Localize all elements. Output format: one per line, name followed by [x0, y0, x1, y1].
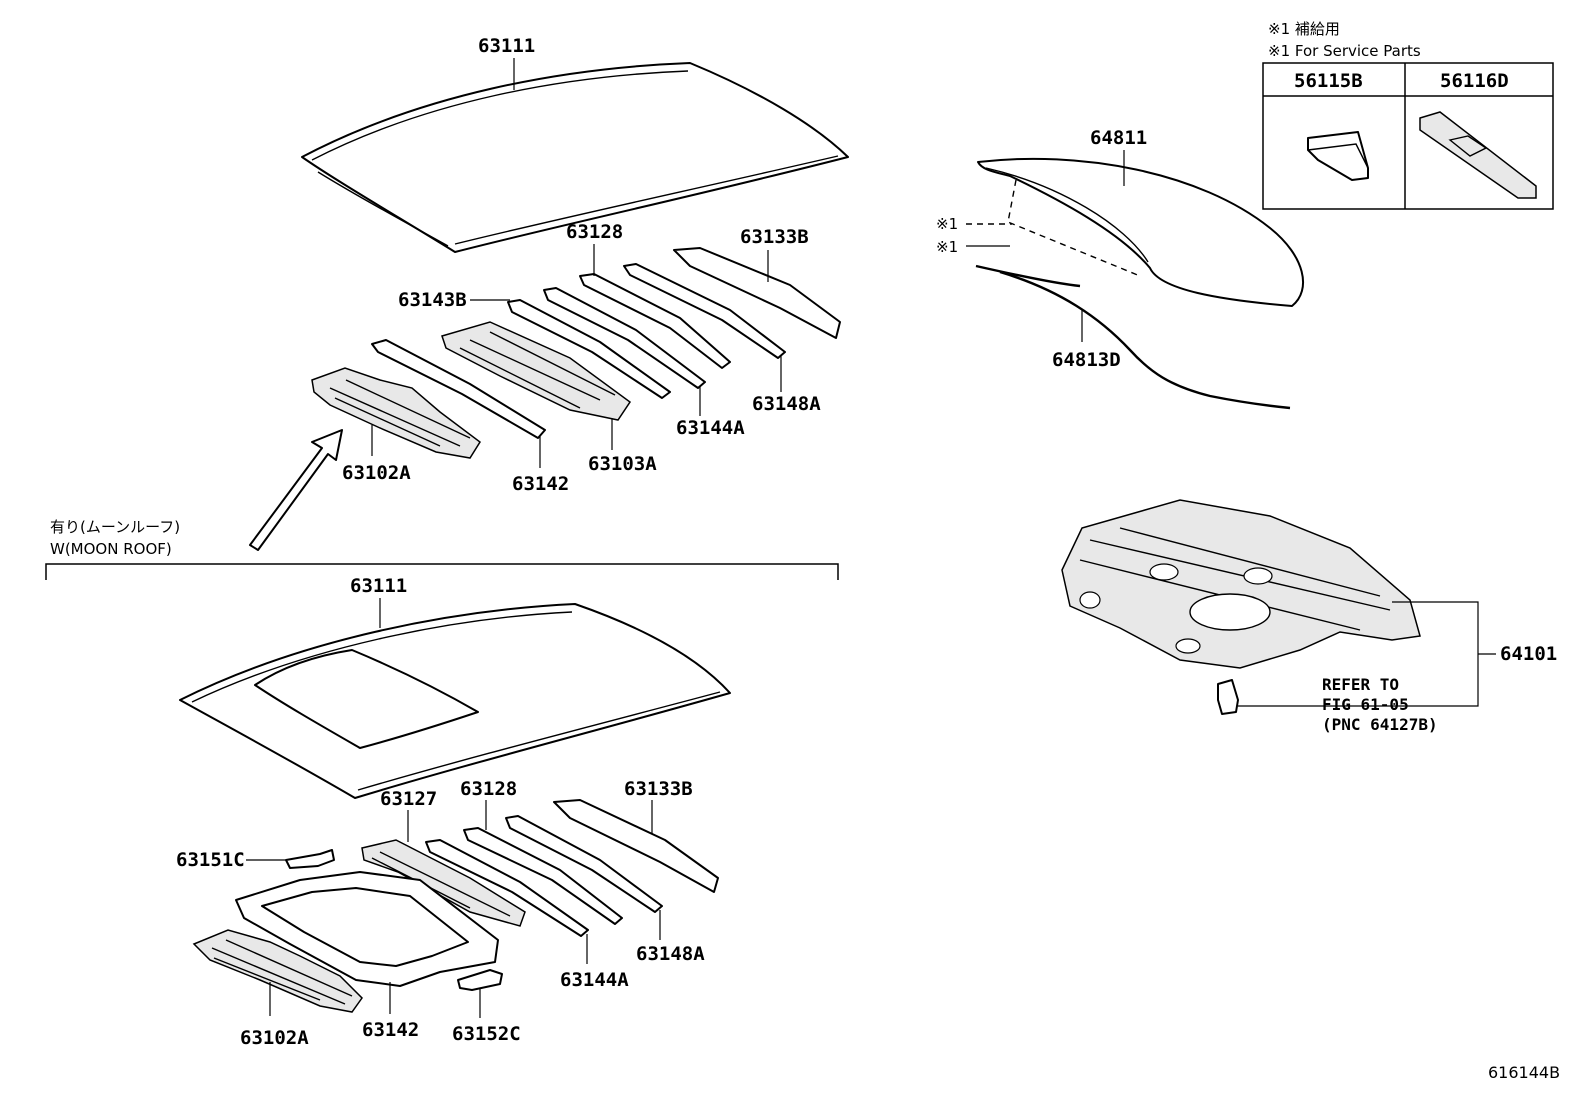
- reinf-63102a-bottom: [192, 929, 363, 1016]
- label-63128-bottom: 63128: [460, 778, 517, 800]
- service-note-en: ※1 For Service Parts: [1268, 42, 1421, 60]
- bow-63148a-bottom: [505, 815, 663, 940]
- label-63144a-top: 63144A: [676, 417, 745, 439]
- frame-63142-bottom: [235, 871, 499, 1014]
- label-63148a-top: 63148A: [752, 393, 821, 415]
- bracket-63152c: [457, 969, 503, 1018]
- label-63111-bottom: 63111: [350, 575, 407, 597]
- label-64811: 64811: [1090, 127, 1147, 149]
- label-63142-bottom: 63142: [362, 1019, 419, 1041]
- bow-63133b-top: [673, 247, 841, 339]
- bow-63128-bottom: [463, 800, 623, 925]
- label-63152c: 63152C: [452, 1023, 521, 1045]
- mark-1a: ※1: [936, 215, 958, 233]
- label-63133b-bottom: 63133B: [624, 778, 693, 800]
- mark-1b: ※1: [936, 238, 958, 256]
- bracket-63151c: [246, 849, 335, 869]
- refer-line-1: REFER TO: [1322, 675, 1399, 694]
- package-tray-64101: [1061, 499, 1496, 715]
- label-63142-top: 63142: [512, 473, 569, 495]
- diagram-code: 616144B: [1488, 1063, 1560, 1082]
- service-note-jp: ※1 補給用: [1268, 20, 1340, 38]
- bow-63127-bottom: [361, 810, 526, 927]
- moon-roof-bracket: [45, 563, 839, 580]
- roof-panel-top: [301, 58, 849, 253]
- service-parts-table: [1262, 62, 1554, 210]
- label-63133b-top: 63133B: [740, 226, 809, 248]
- label-63103a-top: 63103A: [588, 453, 657, 475]
- refer-line-3: (PNC 64127B): [1322, 715, 1438, 734]
- label-63102a-top: 63102A: [342, 462, 411, 484]
- label-63128-top: 63128: [566, 221, 623, 243]
- weatherstrip-64813d: [975, 264, 1291, 410]
- service-col-a: 56115B: [1294, 70, 1363, 92]
- moon-roof-note-en: W(MOON ROOF): [50, 540, 172, 558]
- label-63148a-bottom: 63148A: [636, 943, 705, 965]
- roof-panel-bottom: [179, 598, 731, 799]
- panel-63103a-top: [441, 321, 632, 450]
- arrow-icon: [249, 429, 343, 551]
- bow-63133b-bottom: [553, 799, 719, 893]
- label-64101: 64101: [1500, 643, 1557, 665]
- back-glass-64811: [977, 150, 1305, 307]
- label-63143b-top: 63143B: [398, 289, 467, 311]
- reinf-63102a-top: [311, 367, 482, 459]
- refer-line-2: FIG 61-05: [1322, 695, 1409, 714]
- label-64813d: 64813D: [1052, 349, 1121, 371]
- bow-63144a-bottom: [425, 839, 589, 964]
- label-63102a-bottom: 63102A: [240, 1027, 309, 1049]
- bow-63143b-top: [470, 299, 671, 399]
- bow-63142-top: [371, 339, 546, 468]
- bow-63128-top: [579, 244, 731, 369]
- bow-63144a-top: [543, 287, 706, 416]
- label-63127-bottom: 63127: [380, 788, 437, 810]
- label-63111-top: 63111: [478, 35, 535, 57]
- moon-roof-note-jp: 有り(ムーンルーフ): [50, 518, 180, 536]
- label-63151c: 63151C: [176, 849, 245, 871]
- bow-63148a-top: [623, 263, 786, 392]
- label-63144a-bottom: 63144A: [560, 969, 629, 991]
- service-col-b: 56116D: [1440, 70, 1509, 92]
